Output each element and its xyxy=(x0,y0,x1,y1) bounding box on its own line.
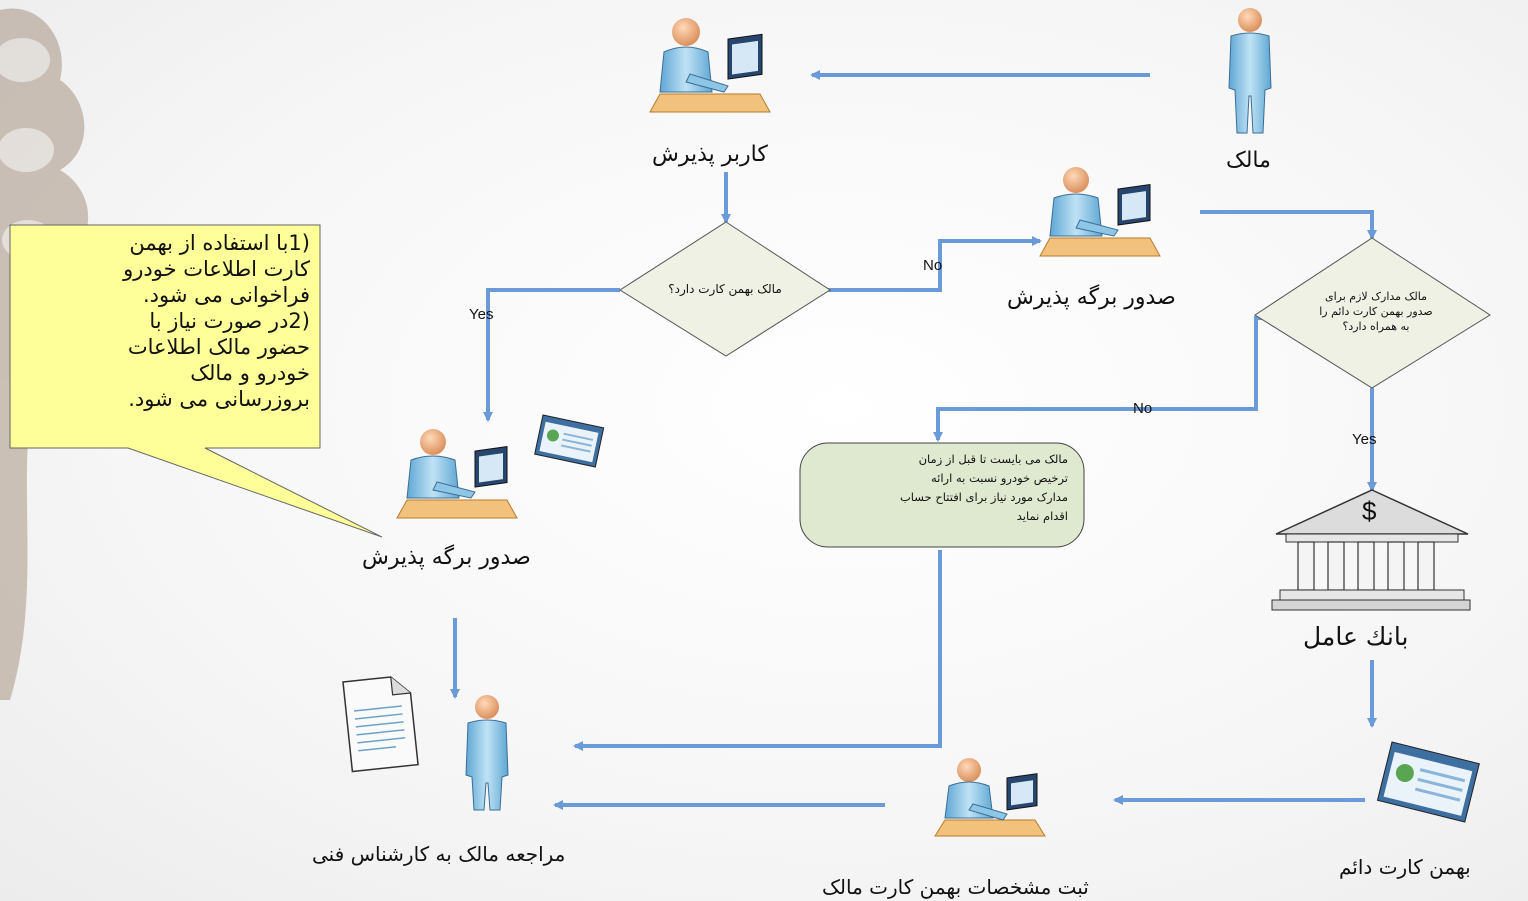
label-refer-expert: مراجعه مالک به کارشناس فنی xyxy=(312,842,566,866)
arrow-no-to-issue-form xyxy=(828,236,1042,292)
label-issue-form-top: صدور برگه پذیرش xyxy=(1007,285,1176,310)
note-line: اقدام نماید xyxy=(1016,509,1068,523)
edge-label-no: No xyxy=(923,257,943,274)
note-line: مالک می بایست تا قبل از زمان xyxy=(918,452,1068,466)
issue-form-workstation-icon xyxy=(1039,167,1161,257)
callout-line: خودرو و مالک xyxy=(190,361,310,385)
decision-has-docs xyxy=(1254,237,1491,389)
decision-has-docs-text: مالک مدارک لازم برای صدور بهمن کارت دائم… xyxy=(1262,289,1490,334)
callout-line: کارت اطلاعات خودرو xyxy=(123,257,310,281)
note-text: مالک می بایست تا قبل از زمان ترخیص خودرو… xyxy=(806,448,1082,540)
callout-line: فراخوانی می شود. xyxy=(142,283,310,307)
edge-label-no: No xyxy=(1133,400,1153,417)
arrow-yes-to-issue-form xyxy=(483,288,620,422)
reception-workstation-icon xyxy=(649,18,771,113)
callout-bubble xyxy=(9,224,383,538)
bank-dollar-sign: $ xyxy=(1362,496,1377,526)
bank-icon xyxy=(1271,489,1471,611)
decision-has-card xyxy=(619,221,831,357)
expert-person-icon xyxy=(465,695,509,811)
label-permanent-card: بهمن کارت دائم xyxy=(1339,855,1471,879)
decision-has-card-text: مالک بهمن کارت دارد؟ xyxy=(668,282,782,296)
note-line: ترخیص خودرو نسبت به ارائه xyxy=(930,471,1068,485)
note-box xyxy=(799,442,1085,548)
document-icon xyxy=(342,676,419,773)
arrow-issue-to-docs-decision xyxy=(1200,210,1377,240)
callout-line: (2در صورت نیاز با xyxy=(149,309,310,333)
note-line: مدارک مورد نیاز برای افتتاح حساب xyxy=(899,490,1068,504)
decision-has-docs-line: صدور بهمن کارت دائم را xyxy=(1319,305,1433,318)
decision-has-docs-line: مالک مدارک لازم برای xyxy=(1324,290,1427,303)
callout-line: حضور مالک اطلاعات xyxy=(127,335,310,359)
label-reception-user: کاربر پذیرش xyxy=(652,142,768,167)
label-bank: بانك عامل xyxy=(1303,622,1409,651)
arrow-note-to-expert xyxy=(573,550,942,751)
edge-label-yes: Yes xyxy=(469,306,494,323)
arrow-no-to-note xyxy=(933,316,1268,442)
callout-text: (1با استفاده از بهمن کارت اطلاعات خودرو … xyxy=(10,226,318,448)
label-register-card: ثبت مشخصات بهمن کارت مالک xyxy=(822,875,1089,899)
left-issue-form-workstation-icon xyxy=(396,429,518,519)
label-owner: مالک xyxy=(1226,148,1271,173)
connectors xyxy=(450,70,1377,810)
callout-line: بروزرسانی می شود. xyxy=(128,387,310,411)
card-small-icon xyxy=(534,414,605,468)
callout-line: (1با استفاده از بهمن xyxy=(129,231,310,255)
decision-has-docs-line: به همراه دارد؟ xyxy=(1342,320,1410,333)
label-issue-form-left: صدور برگه پذیرش xyxy=(362,545,531,570)
register-workstation-icon xyxy=(934,758,1046,837)
permanent-card-icon xyxy=(1376,741,1480,823)
owner-person-icon xyxy=(1228,8,1272,134)
edge-label-yes: Yes xyxy=(1352,431,1377,448)
